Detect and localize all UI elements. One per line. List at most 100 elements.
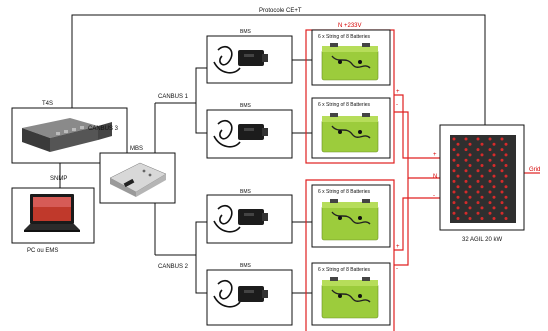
inverter-minus-sign: -: [433, 193, 435, 199]
protocol-label: Protocole CE+T: [259, 8, 302, 14]
inverter-led: [452, 190, 456, 194]
power-bus-label: N +233V: [338, 23, 362, 29]
inverter-led: [480, 174, 484, 178]
bms-label: BMS: [240, 29, 252, 35]
inverter-led: [468, 206, 472, 210]
inverter-led: [480, 185, 484, 189]
inverter-led: [464, 201, 468, 205]
upper-neutral-line: [394, 111, 440, 179]
inverter-led: [464, 211, 468, 215]
inverter-led: [488, 148, 492, 152]
inverter-led: [452, 148, 456, 152]
inverter-led: [492, 142, 496, 146]
bms-device-icon: [213, 204, 268, 233]
canbus2-label: CANBUS 2: [158, 264, 189, 270]
battery-bank-4: [311, 262, 391, 326]
inverter-led: [452, 179, 456, 183]
inverter-led: [476, 179, 480, 183]
upper-plus-sign: +: [396, 89, 400, 95]
canbus3-label: CANBUS 3: [88, 126, 119, 132]
inverter-led: [456, 164, 460, 167]
inverter-led: [468, 174, 472, 178]
mbs-label: MBS: [130, 146, 143, 152]
inverter-led: [456, 153, 460, 157]
inverter-led: [476, 169, 480, 173]
inverter-cabinet: [450, 135, 516, 223]
inverter-led: [476, 211, 480, 215]
mbs-module: [99, 152, 176, 204]
inverter-led: [468, 217, 472, 220]
inverter-led: [492, 217, 496, 220]
inverter-led: [476, 158, 480, 162]
inverter-led: [504, 206, 508, 210]
inverter-led: [504, 164, 508, 167]
inverter-led: [488, 190, 492, 194]
inverter-led: [480, 164, 484, 167]
battery-bank-1: [311, 29, 391, 86]
mbs-device-icon: [109, 162, 167, 197]
inverter-led: [476, 148, 480, 152]
inverter-led: [500, 179, 504, 183]
inverter-led: [488, 137, 492, 141]
bms-label: BMS: [240, 263, 252, 269]
inverter-led: [480, 217, 484, 220]
inverter-led: [488, 211, 492, 215]
inverter-led: [464, 169, 468, 173]
inverter-led: [504, 153, 508, 157]
battery-bank-3: [311, 184, 391, 248]
inverter-led: [500, 190, 504, 194]
battery-icon: [321, 199, 379, 241]
inverter-led: [492, 174, 496, 178]
bms-unit-3: [206, 194, 293, 244]
inverter-led: [500, 169, 504, 173]
lower-plus-line: [394, 197, 440, 251]
inverter-led: [464, 137, 468, 141]
inverter-led: [492, 164, 496, 167]
bms-unit-1: [206, 35, 293, 84]
inverter-led: [488, 158, 492, 162]
inverter-led: [452, 158, 456, 162]
inverter-led: [492, 153, 496, 157]
bms4-link: [195, 255, 207, 294]
inverter-led: [452, 169, 456, 173]
n-label: N: [433, 174, 437, 180]
pc-label: PC ou EMS: [27, 248, 58, 254]
inverter-led: [492, 206, 496, 210]
inverter-led: [488, 201, 492, 205]
inverter-led: [468, 164, 472, 167]
inverter-led: [504, 195, 508, 199]
bms-device-icon: [213, 45, 268, 74]
bms-label: BMS: [240, 103, 252, 109]
inverter-rack: [439, 124, 525, 231]
inverter-led: [488, 179, 492, 183]
inverter-led: [504, 174, 508, 178]
inverter-led: [464, 158, 468, 162]
battery-label: 6 x String of 8 Batteries: [318, 34, 370, 40]
inverter-led: [464, 179, 468, 183]
inverter-led: [492, 195, 496, 199]
lower-minus-sign: -: [396, 266, 398, 272]
inverter-led: [480, 195, 484, 199]
lower-plus-sign: +: [396, 244, 400, 250]
inverter-led: [464, 190, 468, 194]
bms-unit-4: [206, 269, 293, 326]
inverter-led: [500, 137, 504, 141]
inverter-led: [456, 206, 460, 210]
battery-icon: [321, 277, 379, 319]
inverter-led: [504, 142, 508, 146]
inverter-led: [500, 148, 504, 152]
t4s-device-icon: [22, 118, 112, 152]
inverter-led: [488, 169, 492, 173]
inverter-led: [468, 195, 472, 199]
battery-bank-2: [311, 97, 391, 159]
bms-label: BMS: [240, 189, 252, 195]
upper-minus-sign: -: [396, 102, 398, 108]
bms3-link: [155, 221, 207, 256]
battery-icon: [321, 113, 379, 153]
inverter-led: [452, 201, 456, 205]
inverter-led: [492, 185, 496, 189]
inverter-led: [456, 174, 460, 178]
inverter-led: [468, 153, 472, 157]
